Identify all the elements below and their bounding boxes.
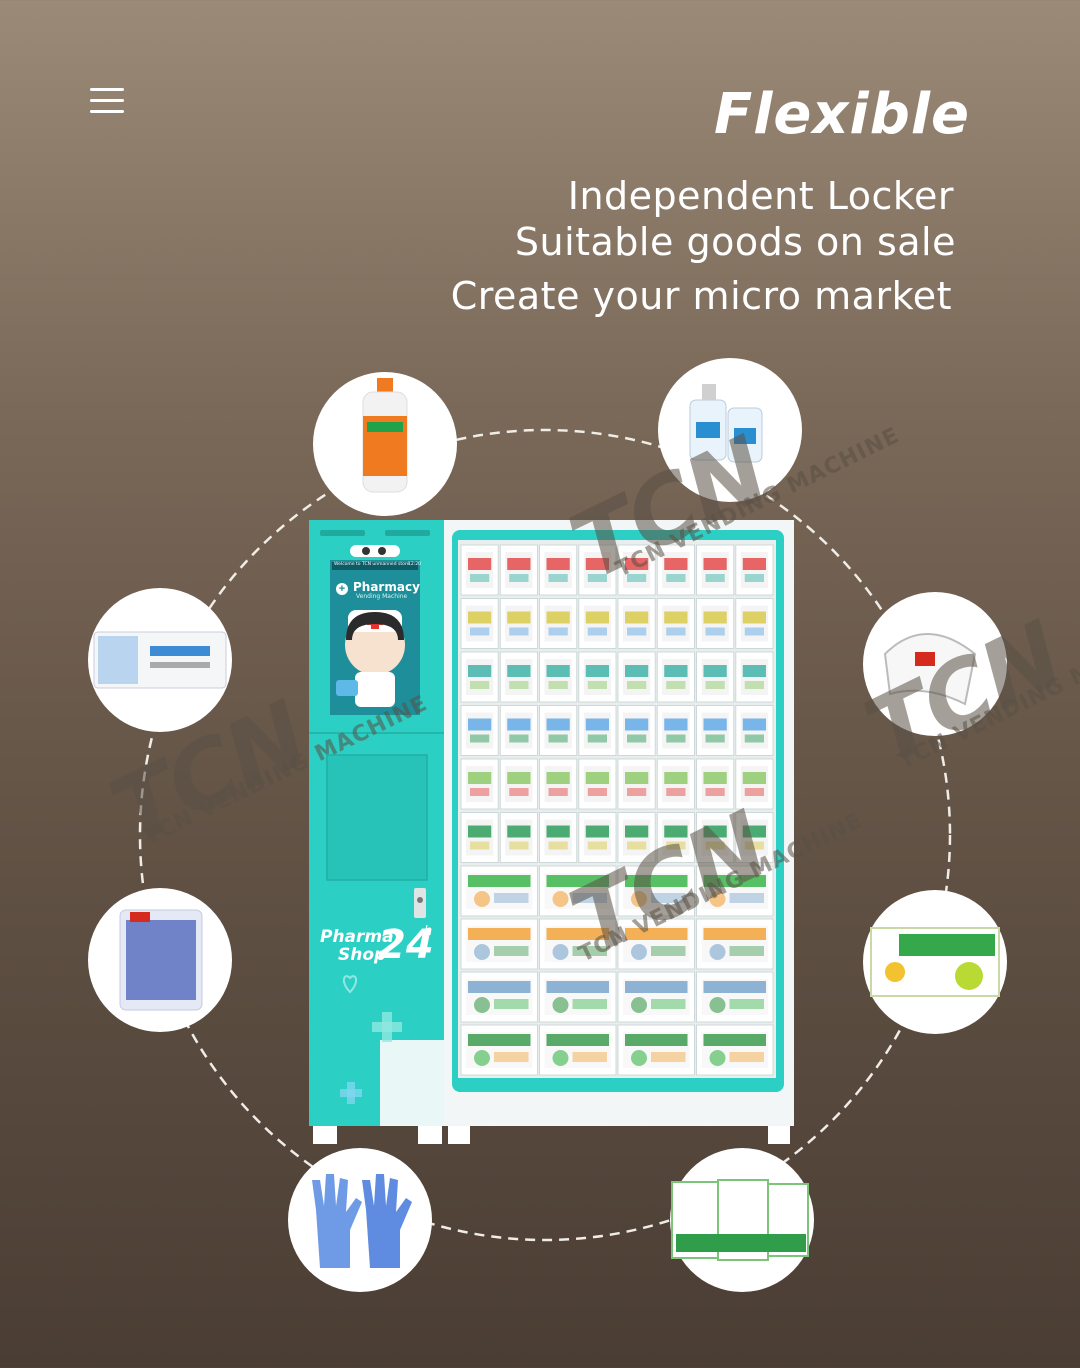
product-bubble-cold-granules[interactable] [863,890,1007,1034]
vending-machine [309,520,794,1144]
machine-front-corner [380,1040,444,1126]
locker-door-wide[interactable] [696,971,774,1023]
locker-door[interactable] [696,544,735,596]
locker-door[interactable] [578,705,617,756]
locker-door-wide[interactable] [617,918,695,970]
locker-door[interactable] [656,651,695,703]
locker-door[interactable] [539,651,578,703]
locker-door[interactable] [617,705,656,756]
locker-door[interactable] [578,598,617,649]
product-bubble-disinfectant-bottle[interactable] [313,372,457,516]
page-title: Flexible [713,82,970,147]
locker-door[interactable] [656,598,695,649]
subtitle-line-3: Create your micro market [450,274,952,318]
hamburger-menu-icon[interactable] [90,88,124,116]
locker-door[interactable] [460,544,499,596]
locker-door[interactable] [735,544,774,596]
locker-door-wide[interactable] [460,971,538,1023]
locker-door[interactable] [539,812,578,863]
locker-door[interactable] [460,812,499,863]
locker-door-wide[interactable] [539,1024,617,1076]
locker-door[interactable] [460,705,499,756]
product-bubble-thermometer[interactable] [88,588,232,732]
locker-door-wide[interactable] [460,918,538,970]
product-bubble-hand-sanitizer[interactable] [658,358,802,502]
nurse-body [355,672,395,707]
screen-subtitle: Vending Machine [356,593,408,600]
locker-door[interactable] [735,705,774,756]
brand-number: 24 [378,922,434,968]
locker-door[interactable] [499,598,538,649]
product-bubble-herbal-granules[interactable] [670,1148,814,1292]
locker-door-wide[interactable] [696,1024,774,1076]
locker-door[interactable] [578,544,617,596]
locker-door[interactable] [696,598,735,649]
locker-door[interactable] [617,758,656,810]
locker-door[interactable] [696,651,735,703]
locker-door[interactable] [578,812,617,863]
locker-door-wide[interactable] [696,865,774,917]
locker-door[interactable] [696,812,735,863]
locker-door[interactable] [460,758,499,810]
locker-door[interactable] [656,544,695,596]
locker-door[interactable] [578,758,617,810]
product-bubble-face-mask[interactable] [863,592,1007,736]
locker-door[interactable] [617,812,656,863]
dashed-ring [138,428,952,1242]
locker-door[interactable] [735,812,774,863]
brand-logo: Pharma Shop [320,928,394,964]
locker-door-wide[interactable] [539,971,617,1023]
locker-door[interactable] [735,758,774,810]
locker-door[interactable] [735,651,774,703]
locker-door[interactable] [656,705,695,756]
brand-suffix: h [424,924,433,939]
machine-leg [313,1124,337,1144]
camera [350,545,400,557]
screen-plus-icon: + [336,583,348,595]
locker-door[interactable] [656,812,695,863]
machine-leg [768,1124,790,1144]
locker-door[interactable] [499,544,538,596]
locker-door[interactable] [617,598,656,649]
locker-door-wide[interactable] [539,865,617,917]
brand-line2: Shop [338,945,387,965]
locker-door[interactable] [735,598,774,649]
brand-line1: Pharma [320,927,394,947]
locker-door[interactable] [460,598,499,649]
locker-door-wide[interactable] [539,918,617,970]
locker-door[interactable] [539,544,578,596]
locker-door[interactable] [499,705,538,756]
locker-door[interactable] [539,758,578,810]
pickup-window [326,754,428,881]
subtitle-line-1: Independent Locker [567,174,954,218]
locker-door-wide[interactable] [460,865,538,917]
locker-door[interactable] [539,598,578,649]
locker-door[interactable] [696,705,735,756]
product-bubble-mask-pack[interactable] [88,888,232,1032]
locker-door[interactable] [460,651,499,703]
locker-grid [460,544,774,1076]
locker-door-wide[interactable] [617,971,695,1023]
subtitle-line-2: Suitable goods on sale [514,220,956,264]
locker-door[interactable] [696,758,735,810]
locker-door[interactable] [578,651,617,703]
locker-door-wide[interactable] [696,918,774,970]
machine-leg [418,1124,442,1144]
screen-title: Pharmacy [353,580,420,594]
screen-welcome: Welcome to TCN unmanned store [334,562,410,567]
locker-door[interactable] [539,705,578,756]
locker-door[interactable] [499,812,538,863]
screen-time: 12:20 [408,562,421,567]
locker-door-wide[interactable] [617,865,695,917]
machine-leg [448,1124,470,1144]
locker-door[interactable] [499,758,538,810]
locker-door[interactable] [617,651,656,703]
locker-door-wide[interactable] [460,1024,538,1076]
locker-door[interactable] [499,651,538,703]
locker-door[interactable] [656,758,695,810]
locker-door[interactable] [617,544,656,596]
product-bubble-gloves[interactable] [288,1148,432,1292]
locker-door-wide[interactable] [617,1024,695,1076]
